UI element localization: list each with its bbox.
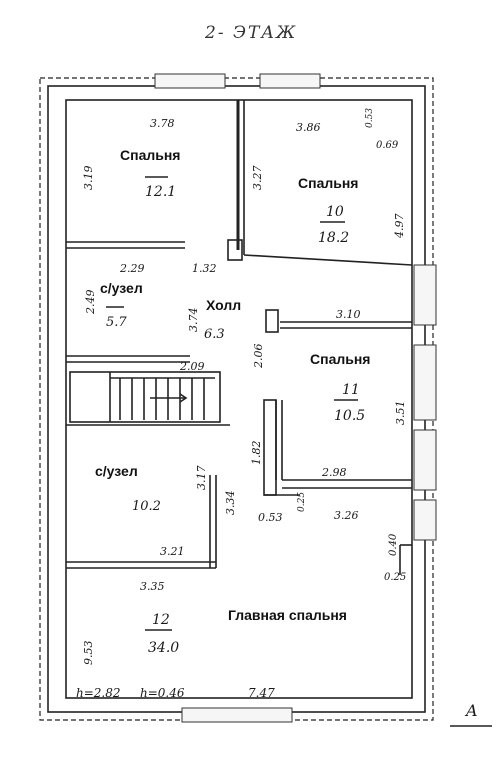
wall-bed2-bottom [243, 254, 413, 266]
room-number-master: 12 [152, 612, 170, 628]
window-bottom [181, 707, 293, 723]
dim-text: 0.69 [376, 140, 399, 151]
ceiling-height: h=2.82 [76, 686, 121, 700]
stair-arrowhead [179, 393, 188, 403]
window-top-right [259, 73, 321, 89]
dim-text: 2.09 [179, 360, 205, 373]
room-area-hall: 6.3 [204, 327, 225, 342]
wall-post-2 [265, 309, 279, 333]
room-name-master-bedroom: Главная спальня [228, 607, 347, 623]
dim-text: 3.78 [150, 117, 175, 130]
room-name-bedroom-2: Спальня [298, 175, 358, 191]
dim-text: 2.06 [252, 344, 265, 370]
dim-text: 7.47 [248, 686, 275, 700]
wall-post [227, 239, 243, 261]
room-name-bedroom-3: Спальня [310, 351, 370, 367]
room-area-bathroom-1: 5.7 [106, 315, 127, 330]
dim-text: 0.25 [384, 572, 406, 583]
wall-post-3 [263, 399, 277, 496]
room-name-bathroom-1: с/узел [100, 280, 143, 296]
window-right-4 [413, 499, 437, 541]
dim-text: 0.40 [388, 533, 399, 556]
dim-text: 0.53 [365, 108, 375, 128]
room-area-bedroom-2: 18.2 [318, 230, 349, 246]
room-area-bathroom-2: 10.2 [132, 499, 161, 514]
dim-text: 3.19 [82, 166, 95, 191]
dim-text: 0.25 [297, 492, 307, 512]
room-name-bedroom-1: Спальня [120, 147, 180, 163]
dim-text: 3.34 [224, 491, 237, 516]
room-area-bedroom-3: 10.5 [334, 408, 365, 424]
dim-text: 3.17 [195, 466, 208, 491]
room-area-bedroom-1: 12.1 [145, 184, 176, 200]
dim-text: 3.35 [140, 580, 165, 593]
dim-text: 4.97 [393, 214, 406, 240]
dim-text: 3.26 [334, 509, 359, 522]
dim-text: 3.10 [336, 308, 361, 321]
stair-treads [109, 372, 215, 422]
dim-text: 2.29 [119, 262, 145, 275]
corner-mark: A [464, 701, 478, 720]
dim-text: 1.82 [250, 441, 263, 466]
dim-text: 3.74 [187, 308, 200, 333]
room-area-master-bedroom: 34.0 [148, 640, 179, 656]
dim-text: 0.53 [258, 511, 283, 524]
dim-text: 2.98 [321, 466, 347, 479]
staircase [69, 371, 221, 423]
dim-text: 1.32 [192, 262, 217, 275]
floor-title: 2- ЭТАЖ [204, 23, 297, 43]
dim-text: 9.53 [82, 641, 95, 666]
room-name-bathroom-2: с/узел [95, 463, 138, 479]
room-name-hall: Холл [206, 297, 241, 313]
window-right-3 [413, 429, 437, 491]
room-number-bedroom-3: 11 [342, 382, 360, 398]
dim-text: 3.27 [251, 166, 264, 191]
level-height: h=0.46 [140, 686, 185, 700]
dim-text: 3.86 [296, 121, 321, 134]
dim-text: 3.21 [160, 545, 185, 558]
window-top-left [154, 73, 226, 89]
dim-text: 3.51 [394, 401, 407, 426]
dim-text: 2.49 [84, 290, 97, 316]
room-number-bedroom-2: 10 [326, 204, 344, 220]
window-right-2 [413, 344, 437, 421]
window-right-1 [413, 264, 437, 326]
